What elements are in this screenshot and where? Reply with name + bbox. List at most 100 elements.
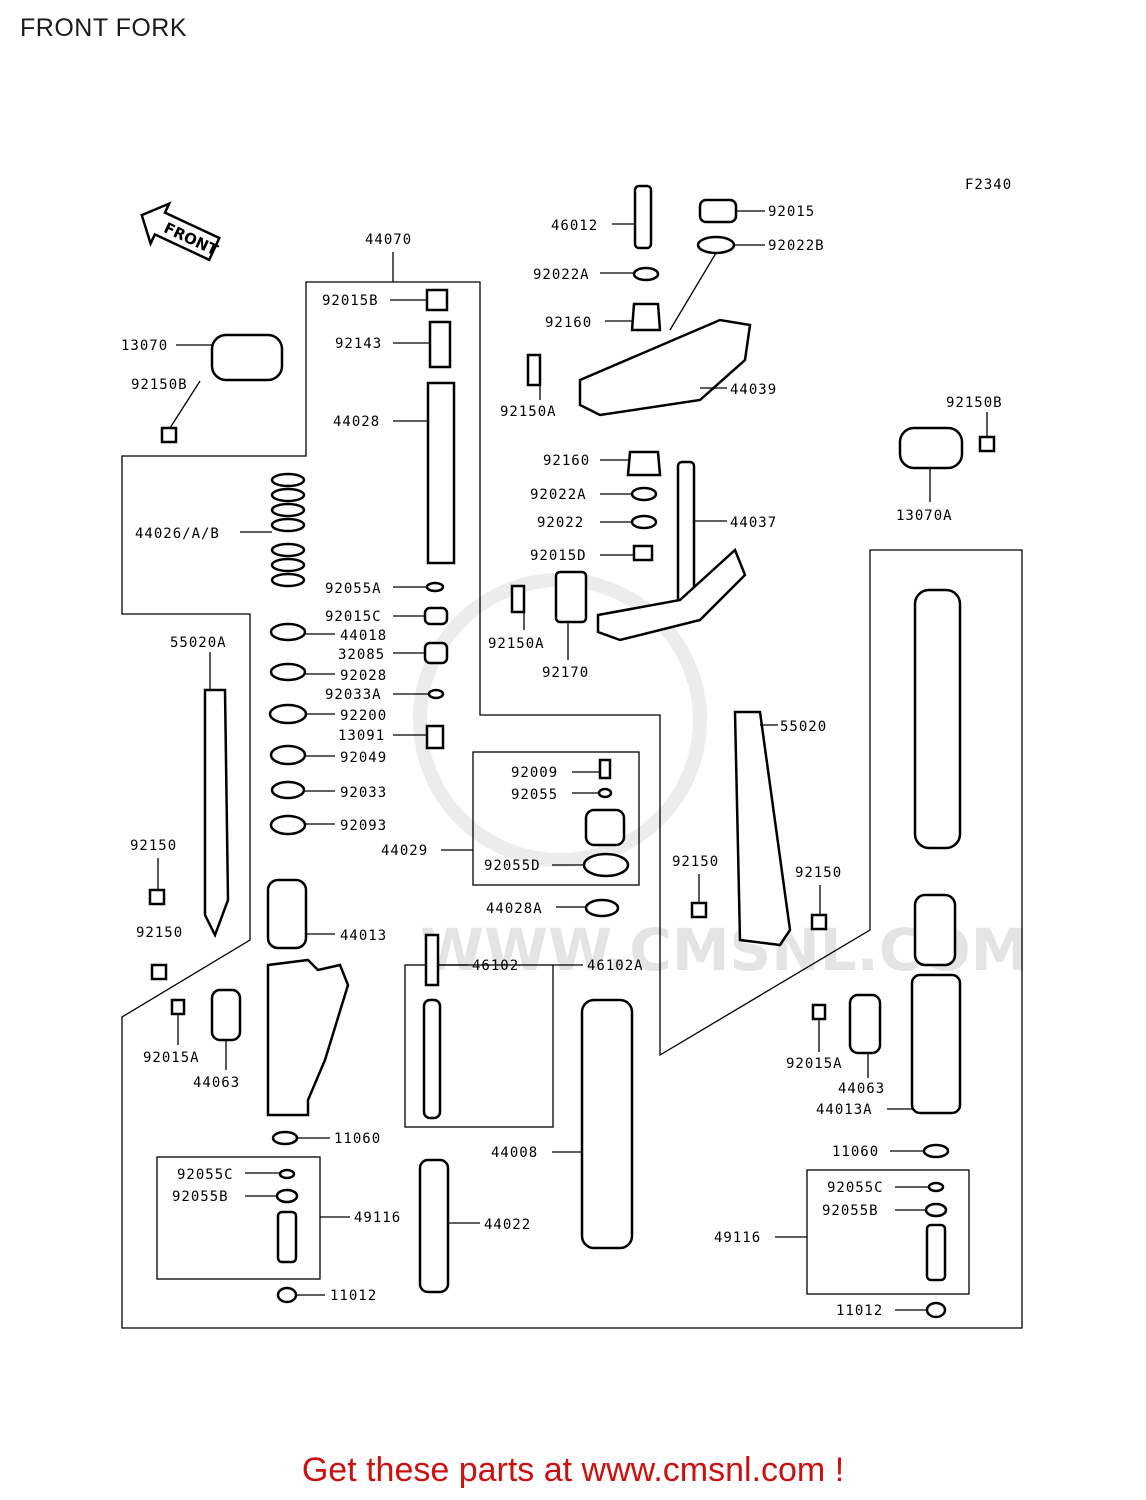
label-92015A-left: 92015A <box>143 1050 200 1066</box>
label-44022: 44022 <box>484 1217 531 1233</box>
label-11060-left: 11060 <box>334 1131 381 1147</box>
label-92022: 92022 <box>537 515 584 531</box>
label-92022A-top: 92022A <box>533 267 590 283</box>
ring-92055B-right <box>924 1202 948 1218</box>
cap-11012-right <box>925 1301 947 1319</box>
bolt-92150-d <box>810 913 828 931</box>
label-44063-right: 44063 <box>838 1081 885 1097</box>
ring-92055B-left <box>275 1188 299 1204</box>
nut-92015A-left <box>170 998 186 1016</box>
bushing-92160-top <box>630 302 662 332</box>
label-92015A-right: 92015A <box>786 1056 843 1072</box>
cap-11012-left <box>276 1286 298 1304</box>
label-13070A: 13070A <box>896 508 953 524</box>
bushing-92160 <box>626 450 662 477</box>
valve-49116-left <box>276 1210 298 1264</box>
washer-11060-right <box>922 1143 950 1159</box>
rod-46102A <box>422 998 442 1120</box>
label-92015D: 92015D <box>530 548 587 564</box>
ring-92055A <box>425 581 445 593</box>
label-44070: 44070 <box>365 232 412 248</box>
nut-92015B <box>425 288 449 312</box>
guard-55020 <box>733 710 792 947</box>
label-13091: 13091 <box>338 728 385 744</box>
label-92033A: 92033A <box>325 687 382 703</box>
label-92022A: 92022A <box>530 487 587 503</box>
label-92170: 92170 <box>542 665 589 681</box>
washer-92022B <box>696 235 736 255</box>
label-32085: 32085 <box>338 647 385 663</box>
tube-44013A <box>910 973 962 1115</box>
label-44063-left: 44063 <box>193 1075 240 1091</box>
cap-44029 <box>584 808 626 847</box>
assembly-outline <box>121 281 1023 1329</box>
nut-92015D <box>632 544 654 562</box>
bracket-92170 <box>554 570 588 624</box>
screw-92009 <box>598 758 612 780</box>
cap-44063-right <box>848 993 882 1055</box>
clamp-44037 <box>596 547 747 642</box>
label-44037: 44037 <box>730 515 777 531</box>
label-55020: 55020 <box>780 719 827 735</box>
guard-55020A <box>203 688 230 939</box>
cap-92143 <box>428 320 452 369</box>
nut-92015A-right <box>811 1003 827 1021</box>
label-11012-left: 11012 <box>330 1288 377 1304</box>
label-11060-right: 11060 <box>832 1144 879 1160</box>
bolt-92150A-top <box>526 353 542 387</box>
tube-44008 <box>580 998 634 1250</box>
ring-92055C-right <box>927 1181 945 1193</box>
label-44028: 44028 <box>333 414 380 430</box>
front-arrow-icon: FRONT <box>140 201 221 262</box>
clamp-44039 <box>578 318 752 417</box>
figure-code: F2340 <box>965 177 1012 193</box>
label-92055C-left: 92055C <box>177 1167 234 1183</box>
label-92055A: 92055A <box>325 581 382 597</box>
label-11012-right: 11012 <box>836 1303 883 1319</box>
label-46012: 46012 <box>551 218 598 234</box>
ring-92055D <box>582 852 630 878</box>
label-92150-d: 92150 <box>795 865 842 881</box>
clamp-13070A <box>898 426 964 470</box>
tube-right-inner <box>913 588 962 850</box>
bushing-32085 <box>423 641 449 665</box>
ring-92055 <box>597 787 613 799</box>
label-44013A: 44013A <box>816 1102 873 1118</box>
cap-44063-left <box>210 988 242 1042</box>
footer-link[interactable]: Get these parts at www.cmsnl.com ! <box>301 1451 845 1489</box>
tube-44013A-top <box>913 893 957 967</box>
label-92055D: 92055D <box>484 858 541 874</box>
label-92200: 92200 <box>340 708 387 724</box>
label-92160: 92160 <box>543 453 590 469</box>
label-44026: 44026/A/B <box>135 526 220 542</box>
label-92143: 92143 <box>335 336 382 352</box>
washer-92200 <box>268 703 308 725</box>
label-92055B-left: 92055B <box>172 1189 229 1205</box>
label-92055B-right: 92055B <box>822 1203 879 1219</box>
label-92150-a: 92150 <box>130 838 177 854</box>
rod-46102 <box>424 933 440 987</box>
clip-92033A <box>427 688 445 700</box>
label-44028A: 44028A <box>486 901 543 917</box>
label-55020A: 55020A <box>170 635 227 651</box>
label-92009: 92009 <box>511 765 558 781</box>
label-92150A: 92150A <box>488 636 545 652</box>
label-44039: 44039 <box>730 382 777 398</box>
leader-lines <box>157 210 988 1311</box>
bushing-44018 <box>269 622 307 642</box>
label-44029: 44029 <box>381 843 428 859</box>
clip-92033 <box>270 780 306 800</box>
label-92150A-top: 92150A <box>500 404 557 420</box>
label-92022B: 92022B <box>768 238 825 254</box>
label-46102A: 46102A <box>587 958 644 974</box>
washer-11060-left <box>271 1130 299 1146</box>
page-title: FRONT FORK <box>20 14 188 42</box>
valve-49116-right <box>925 1223 947 1282</box>
washer-92022A <box>630 486 658 502</box>
seal-92093 <box>269 814 307 836</box>
label-92150-c: 92150 <box>672 854 719 870</box>
label-92150-b: 92150 <box>136 925 183 941</box>
label-92150B-left: 92150B <box>131 377 188 393</box>
bolt-92150B-right <box>978 435 996 453</box>
box-49116-right <box>806 1169 970 1295</box>
